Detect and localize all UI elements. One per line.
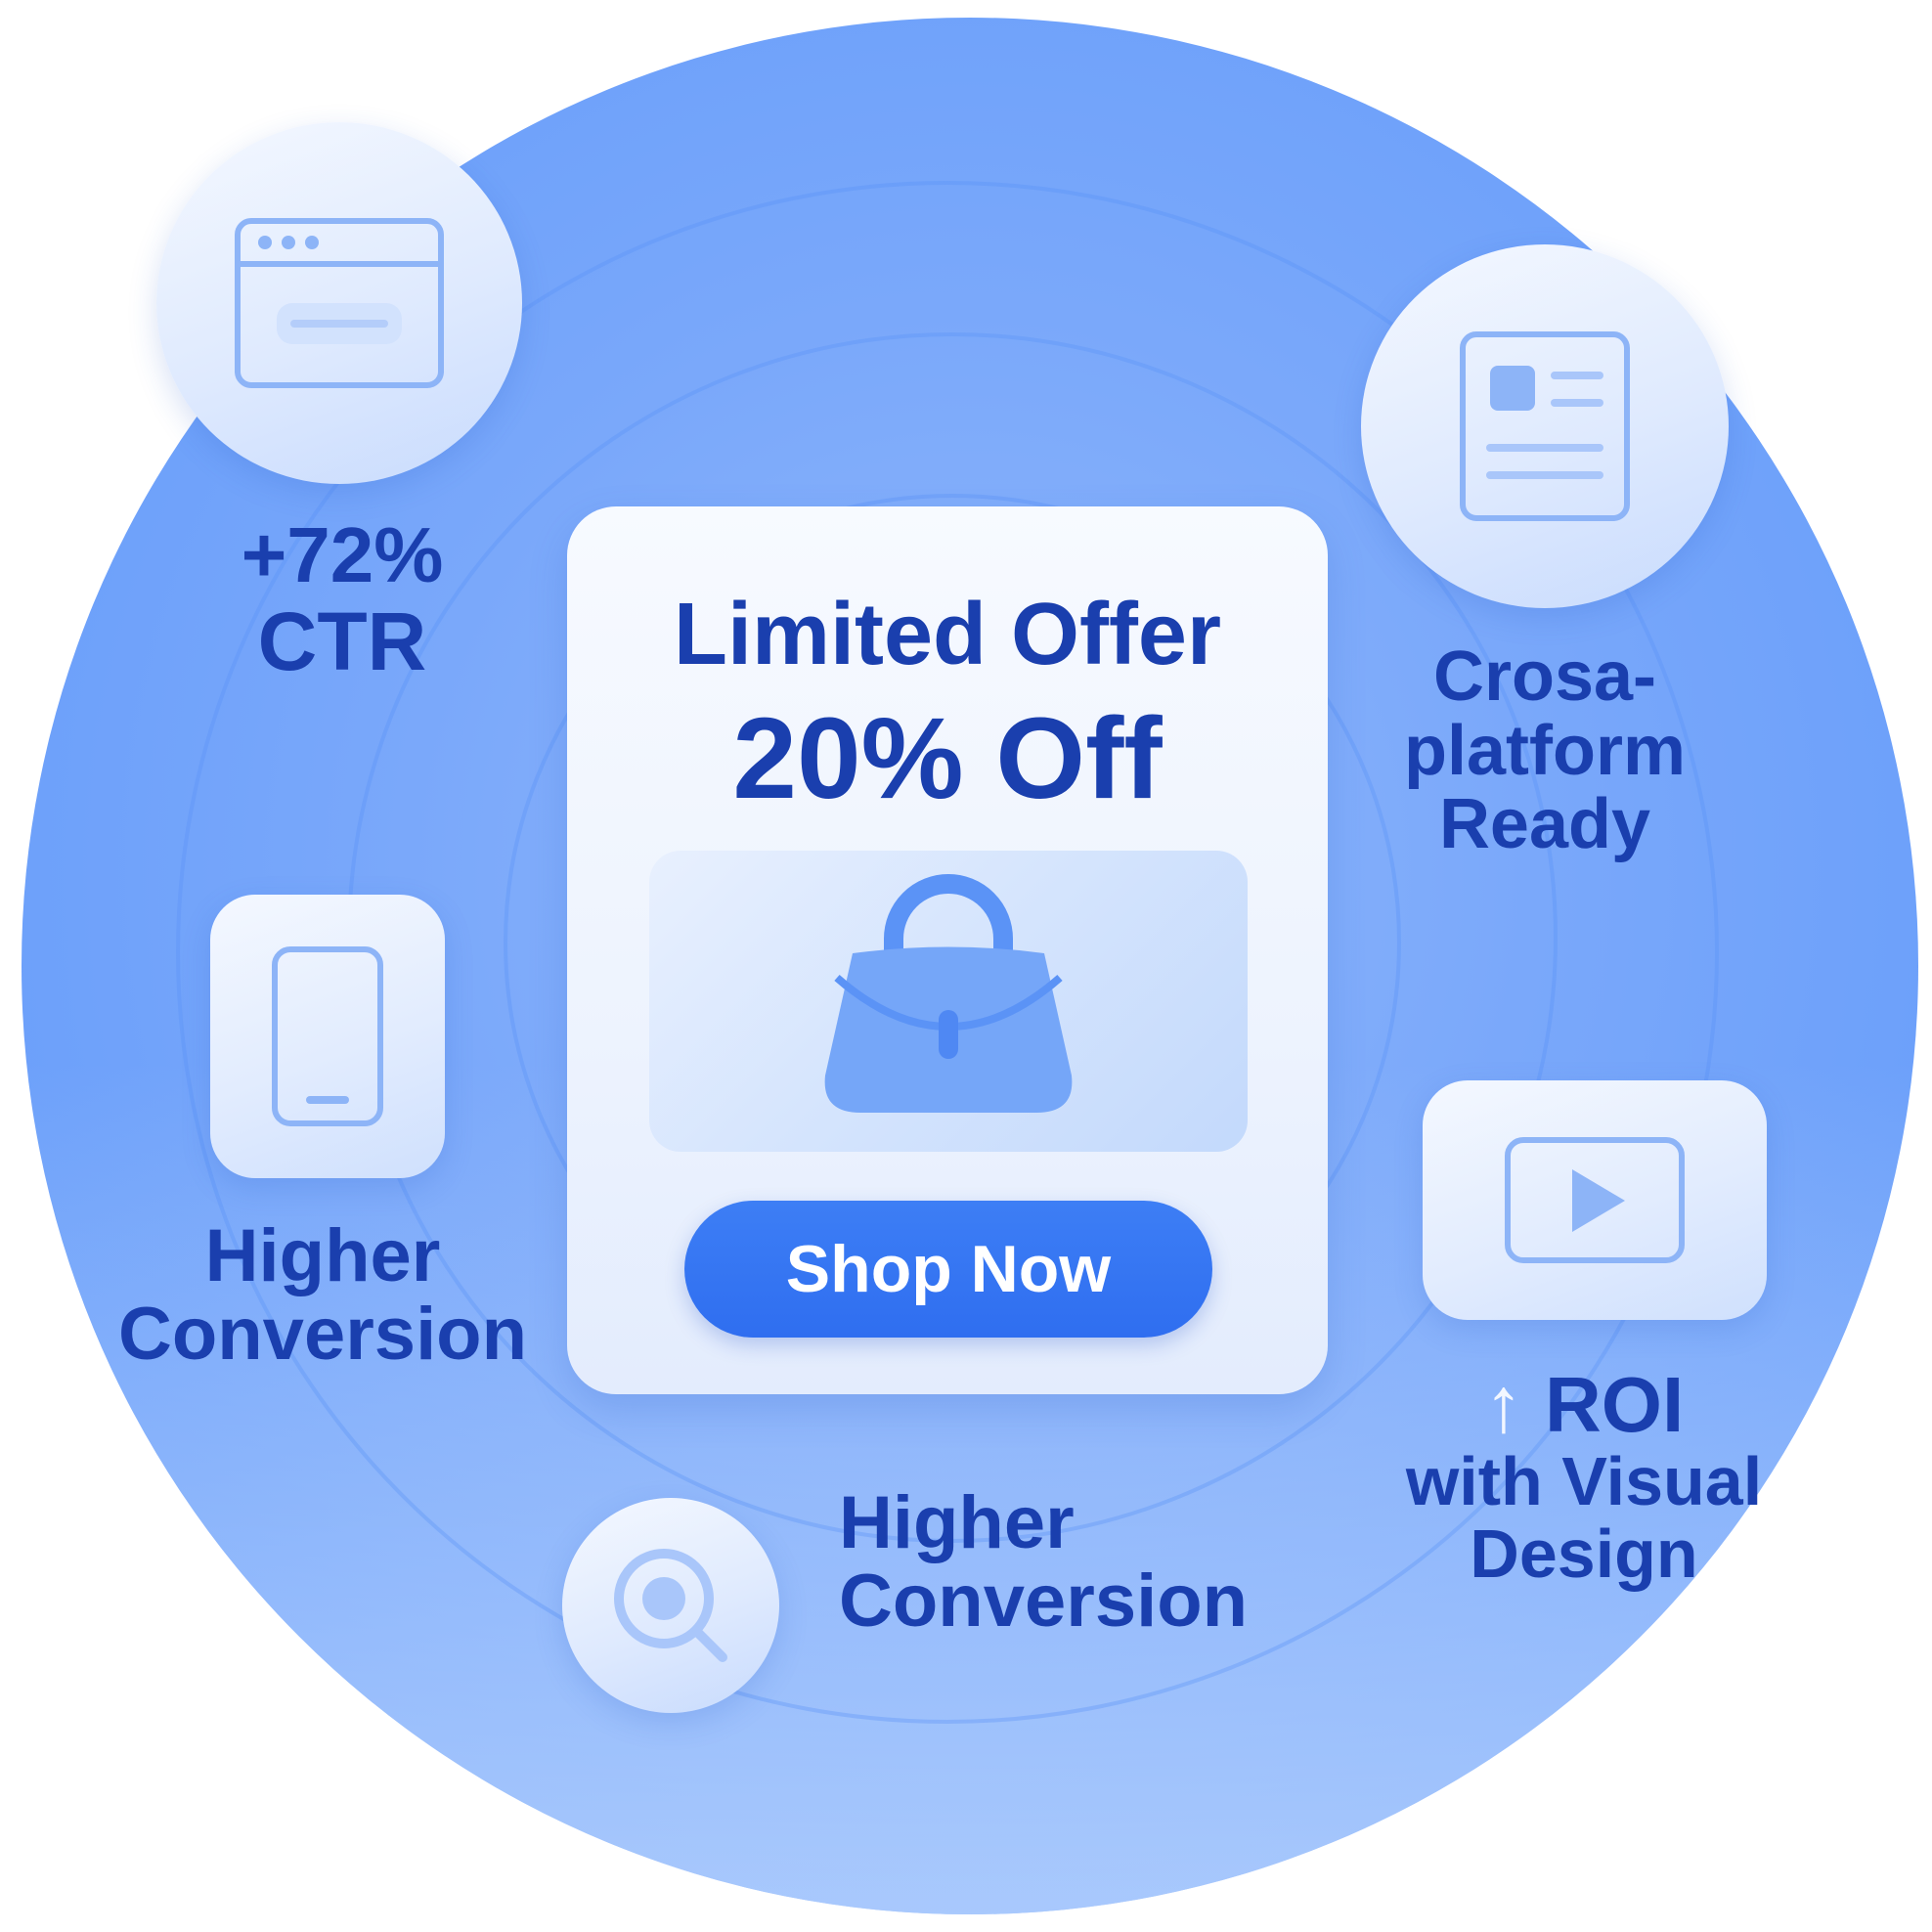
cross-platform-line-3: Ready (1438, 785, 1651, 864)
cross-platform-label: Crosa- platform Ready (1369, 637, 1721, 864)
search-icon (614, 1549, 727, 1662)
ctr-value: +72% (241, 511, 444, 598)
offer-discount: 20% Off (732, 694, 1163, 823)
browser-window-icon (235, 218, 444, 388)
conversion-bottom-line-1: Higher (839, 1481, 1075, 1564)
smartphone-icon (272, 946, 383, 1126)
conversion-left-label: Higher Conversion (112, 1217, 533, 1374)
cross-platform-line-1: Crosa- (1432, 637, 1657, 716)
handbag-icon (824, 874, 1073, 1113)
conversion-left-line-1: Higher (204, 1214, 441, 1297)
conversion-bottom-line-2: Conversion (839, 1559, 1249, 1643)
smartphone-tile (210, 895, 445, 1178)
video-tile (1423, 1080, 1767, 1320)
roi-line-2: Design (1470, 1515, 1698, 1592)
cross-platform-bubble (1361, 244, 1729, 608)
roi-line-1: with Visual (1405, 1443, 1763, 1519)
roi-label: ↑ ROI with Visual Design (1398, 1364, 1770, 1590)
cross-platform-line-2: platform (1404, 711, 1686, 790)
roi-title-row: ↑ ROI (1398, 1364, 1770, 1446)
video-play-icon (1505, 1137, 1685, 1263)
offer-card: Limited Offer 20% Off Shop Now (567, 506, 1328, 1394)
product-image-area (649, 851, 1248, 1152)
conversion-bottom-label: Higher Conversion (839, 1484, 1250, 1641)
document-layout-icon (1460, 331, 1630, 521)
shop-now-button[interactable]: Shop Now (684, 1201, 1212, 1338)
ctr-text: CTR (257, 595, 427, 687)
search-bubble (562, 1498, 779, 1713)
orbit-ring-outer (176, 181, 1719, 1724)
conversion-left-line-2: Conversion (117, 1292, 528, 1376)
roi-title: ROI (1545, 1361, 1685, 1448)
offer-title: Limited Offer (673, 586, 1222, 683)
up-arrow-icon: ↑ (1483, 1361, 1523, 1448)
ctr-label: +72% CTR (220, 511, 464, 687)
ctr-bubble (156, 122, 522, 484)
